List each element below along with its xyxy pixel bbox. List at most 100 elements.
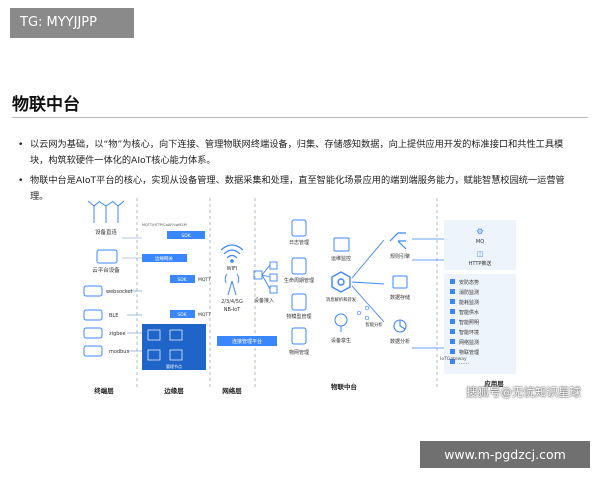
layer-label-middle: 物联中台 [331, 382, 358, 391]
title-divider [12, 117, 588, 118]
data-analysis-icon [393, 319, 407, 333]
log-management-icon [291, 219, 307, 237]
tg-tag: TG: MYYJJPP [10, 8, 134, 38]
cell-tower-icon [224, 273, 240, 296]
node-icon [169, 329, 183, 341]
bullet-text-1: 以云网为基础，以“物”为核心，向下连接、管理物联网终端设备，归集、存储感知数据，… [30, 139, 564, 166]
middle-item-label: 物网管理 [289, 349, 309, 356]
layer-separators [136, 198, 438, 388]
app-item-label: 能耗监测 [459, 299, 479, 306]
node-icon [169, 349, 183, 361]
network-item-label: WIFI [227, 266, 238, 272]
thing-model-icon [291, 293, 307, 311]
terminal-links [122, 237, 142, 352]
http-icon: ◫ [477, 250, 484, 258]
middle-item-label: 数据存储 [390, 294, 410, 301]
connection-management-bar [217, 336, 277, 346]
terminal-item-label: 设备直连 [95, 228, 118, 236]
app-list: 安防态势消防监测能耗监测智能供水智能照明智能环境网络监测物联管理…… [450, 279, 479, 366]
app-item-icon [450, 349, 455, 354]
app-item-icon [450, 309, 455, 314]
page-title: 物联中台 [12, 95, 80, 115]
edge-sdk-box [170, 275, 195, 283]
edge-item-label: 边缘网关 [155, 255, 173, 262]
app-item-label: 网络监测 [459, 339, 479, 346]
cloud-device-icon [96, 249, 118, 264]
middle-item-label: 运维监控 [331, 255, 351, 262]
app-item-label: 智能照明 [459, 319, 479, 326]
terminal-item-label: modbus [109, 349, 129, 355]
network-item-label: NB-IoT [224, 307, 242, 313]
site-url-badge: www.m-pgdzcj.com [420, 441, 590, 468]
lifecycle-icon [291, 257, 307, 275]
middle-item-label: 数据分析 [390, 338, 410, 345]
app-item-icon [450, 319, 455, 324]
layer-label-app: 应用层 [484, 379, 504, 388]
bullet-2: • 物联中台是AIoT平台的核心，实现从设备管理、数据采集和处理，直至智能化场景… [18, 173, 570, 205]
edge-item-label: MQTT [198, 277, 211, 283]
app-item-label: 智能供水 [459, 309, 479, 316]
bullet-dot: • [18, 175, 24, 186]
app-item-label: …… [459, 360, 469, 366]
bullet-dot: • [18, 139, 24, 150]
websocket-icon [83, 285, 103, 297]
gateway-label: IoTGateway [440, 356, 467, 362]
app-item-label: 物联管理 [459, 349, 479, 356]
device-access-icon [253, 261, 278, 294]
middle-bar-label: 连接管理平台 [232, 338, 262, 345]
wind-turbine-icon [87, 200, 125, 223]
app-list-panel [444, 274, 516, 374]
architecture-diagram: 设备直连 云平台设备 websocket BLE zigbee modbus M… [83, 198, 516, 395]
app-top-label: MQ [476, 239, 484, 245]
terminal-item-label: zigbee [109, 331, 126, 337]
smart-analysis-icon [356, 305, 370, 321]
edge-item-label: MQTT [198, 312, 211, 318]
app-item-icon [450, 279, 455, 284]
app-item-label: 智能环境 [459, 329, 479, 336]
data-storage-icon [392, 275, 408, 289]
message-hub-icon [331, 271, 351, 293]
node-icon [147, 349, 161, 361]
network-item-label: 2/3/4/5G [221, 299, 243, 305]
app-top-label: HTTP推送 [469, 260, 492, 267]
app-item-icon [450, 289, 455, 294]
middle-item-label: 设备接入 [254, 297, 274, 304]
terminal-item-label: websocket [106, 289, 133, 295]
layer-label-edge: 边缘层 [163, 386, 184, 395]
middle-item-label: 日志管理 [289, 239, 309, 246]
middle-item-label: 消息解析和转发 [326, 296, 357, 303]
edge-sdk-box [170, 310, 195, 318]
middle-item-label: 物模型管理 [286, 313, 311, 320]
app-item-icon [450, 339, 455, 344]
network-mgmt-icon [291, 327, 307, 345]
modbus-icon [83, 345, 103, 357]
edge-node-panel [142, 324, 206, 370]
app-item-icon [450, 359, 455, 364]
monitoring-icon [333, 237, 350, 252]
layer-label-terminal: 终端层 [94, 386, 114, 395]
terminal-item-label: BLE [109, 313, 118, 319]
middle-item-label: 智能分析 [365, 321, 383, 328]
app-item-label: 安防态势 [459, 279, 479, 286]
hub-arrows [351, 239, 385, 323]
layer-label-network: 网络层 [222, 386, 242, 395]
edge-item-label: 管理节点 [166, 363, 182, 369]
edge-item-label: SDK [181, 233, 191, 239]
edge-item-label: SDK [177, 312, 187, 318]
rule-engine-icon [389, 232, 407, 250]
zigbee-icon [83, 327, 103, 339]
bullet-text-2: 物联中台是AIoT平台的核心，实现从设备管理、数据采集和处理，直至智能化场景应用… [30, 175, 565, 202]
edge-gateway-box [142, 254, 187, 262]
terminal-item-label: 云平台设备 [92, 266, 120, 274]
app-top-panel [444, 220, 516, 270]
app-item-icon [450, 299, 455, 304]
app-item-icon [450, 329, 455, 334]
middle-item-label: 设备孪生 [331, 337, 351, 344]
bullet-1: • 以云网为基础，以“物”为核心，向下连接、管理物联网终端设备，归集、存储感知数… [18, 137, 570, 169]
middle-item-label: 生命周期管理 [284, 277, 314, 284]
digital-twin-icon [334, 313, 348, 332]
edge-sdk-box [167, 231, 205, 239]
ble-icon [83, 309, 103, 321]
mq-icon: ⚙ [476, 227, 483, 236]
watermark-text: 搜狐号@无忧知识星球 [466, 385, 581, 399]
